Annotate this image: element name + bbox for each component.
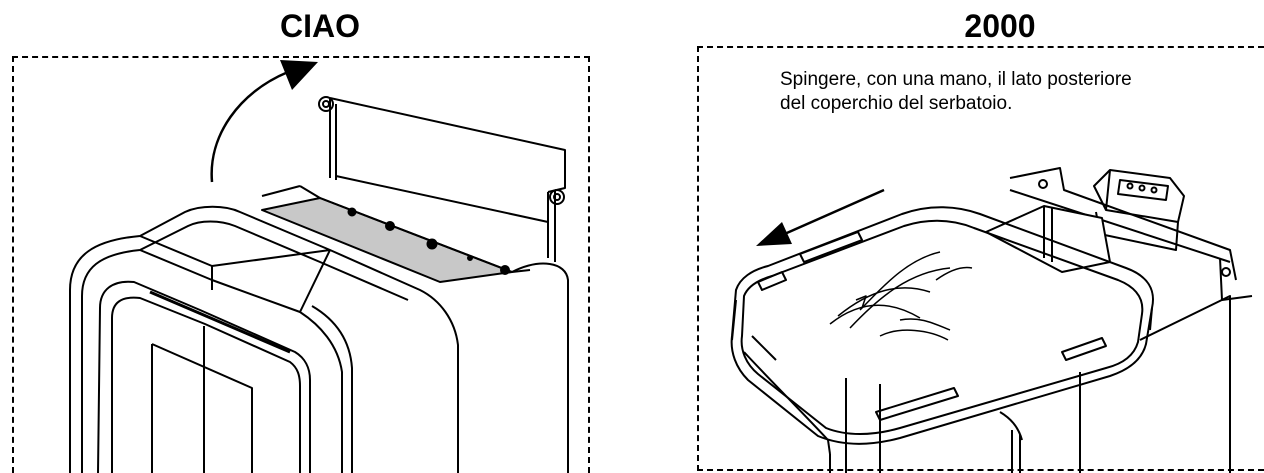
straight-arrow-icon	[756, 188, 885, 246]
right-panel-title: 2000	[964, 8, 1036, 44]
stove-illustration-right	[730, 167, 1253, 473]
raised-tank-lid	[318, 96, 566, 262]
left-panel-frame	[12, 56, 590, 473]
caption-line-2: del coperchio del serbatoio.	[780, 93, 1013, 114]
stove-body-right	[829, 295, 1231, 473]
curved-arrow-icon	[210, 60, 318, 183]
sliding-tank-lid	[730, 206, 1154, 455]
tank-opening	[261, 197, 513, 283]
caption-line-1: Spingere, con una mano, il lato posterio…	[780, 69, 1132, 90]
right-panel-frame	[697, 46, 1264, 471]
instruction-caption: Spingere, con una mano, il lato posterio…	[780, 68, 1240, 116]
stove-body-left	[69, 205, 459, 473]
stove-illustration-left	[69, 60, 569, 473]
left-panel-title: CIAO	[280, 8, 360, 44]
control-panel	[1093, 169, 1185, 251]
